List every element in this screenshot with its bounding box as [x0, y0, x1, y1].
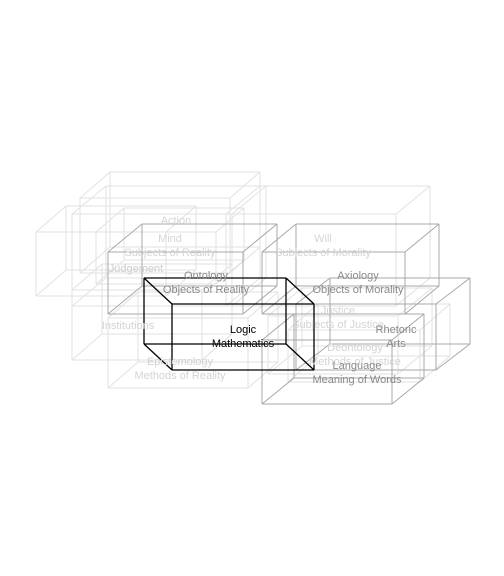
label-epistemology-title: Epistemology — [147, 356, 214, 368]
cube-ontology — [107, 223, 278, 315]
boxes-layer: ActionInstitutionsJudgementJudgementJust… — [35, 171, 471, 405]
label-judgement-title: Judgement — [109, 263, 163, 275]
label-rhetoric-subtitle: Arts — [386, 338, 406, 350]
label-deontology-subtitle: Methods of Justice — [309, 356, 401, 368]
label-mind-subtitle: Subjects of Reality — [124, 247, 216, 259]
label-ontology-subtitle: Objects of Reality — [163, 284, 250, 296]
label-logic-title: Logic — [230, 324, 257, 336]
cube-axiology — [261, 223, 440, 315]
label-axiology-subtitle: Objects of Morality — [312, 284, 404, 296]
label-judgement2-title: Judgement — [109, 263, 163, 275]
label-logic-subtitle: Mathematics — [212, 338, 275, 350]
label-will-title: Will — [314, 233, 332, 245]
label-ontology-title: Ontology — [184, 270, 229, 282]
label-will-subtitle: Subjects of Morality — [275, 247, 371, 259]
cube-epistemology — [107, 291, 279, 389]
cube-logic — [143, 277, 315, 371]
label-justice-title: Justice — [321, 305, 355, 317]
label-epistemology-subtitle: Methods of Reality — [134, 370, 226, 382]
cube-language — [261, 313, 425, 405]
label-mind-title: Mind — [158, 233, 182, 245]
label-deontology-title: Deontology — [327, 342, 383, 354]
cube-rhetoric — [295, 277, 471, 371]
label-rhetoric-title: Rhetoric — [376, 324, 417, 336]
label-language-subtitle: Meaning of Words — [312, 374, 402, 386]
cube-judgement2 — [95, 207, 245, 285]
label-language-title: Language — [333, 360, 382, 372]
label-institutions-title: Institutions — [102, 320, 155, 332]
label-axiology-title: Axiology — [337, 270, 379, 282]
label-justice-subtitle: Subjects of Justice — [292, 319, 384, 331]
label-action-title: Action — [161, 215, 192, 227]
